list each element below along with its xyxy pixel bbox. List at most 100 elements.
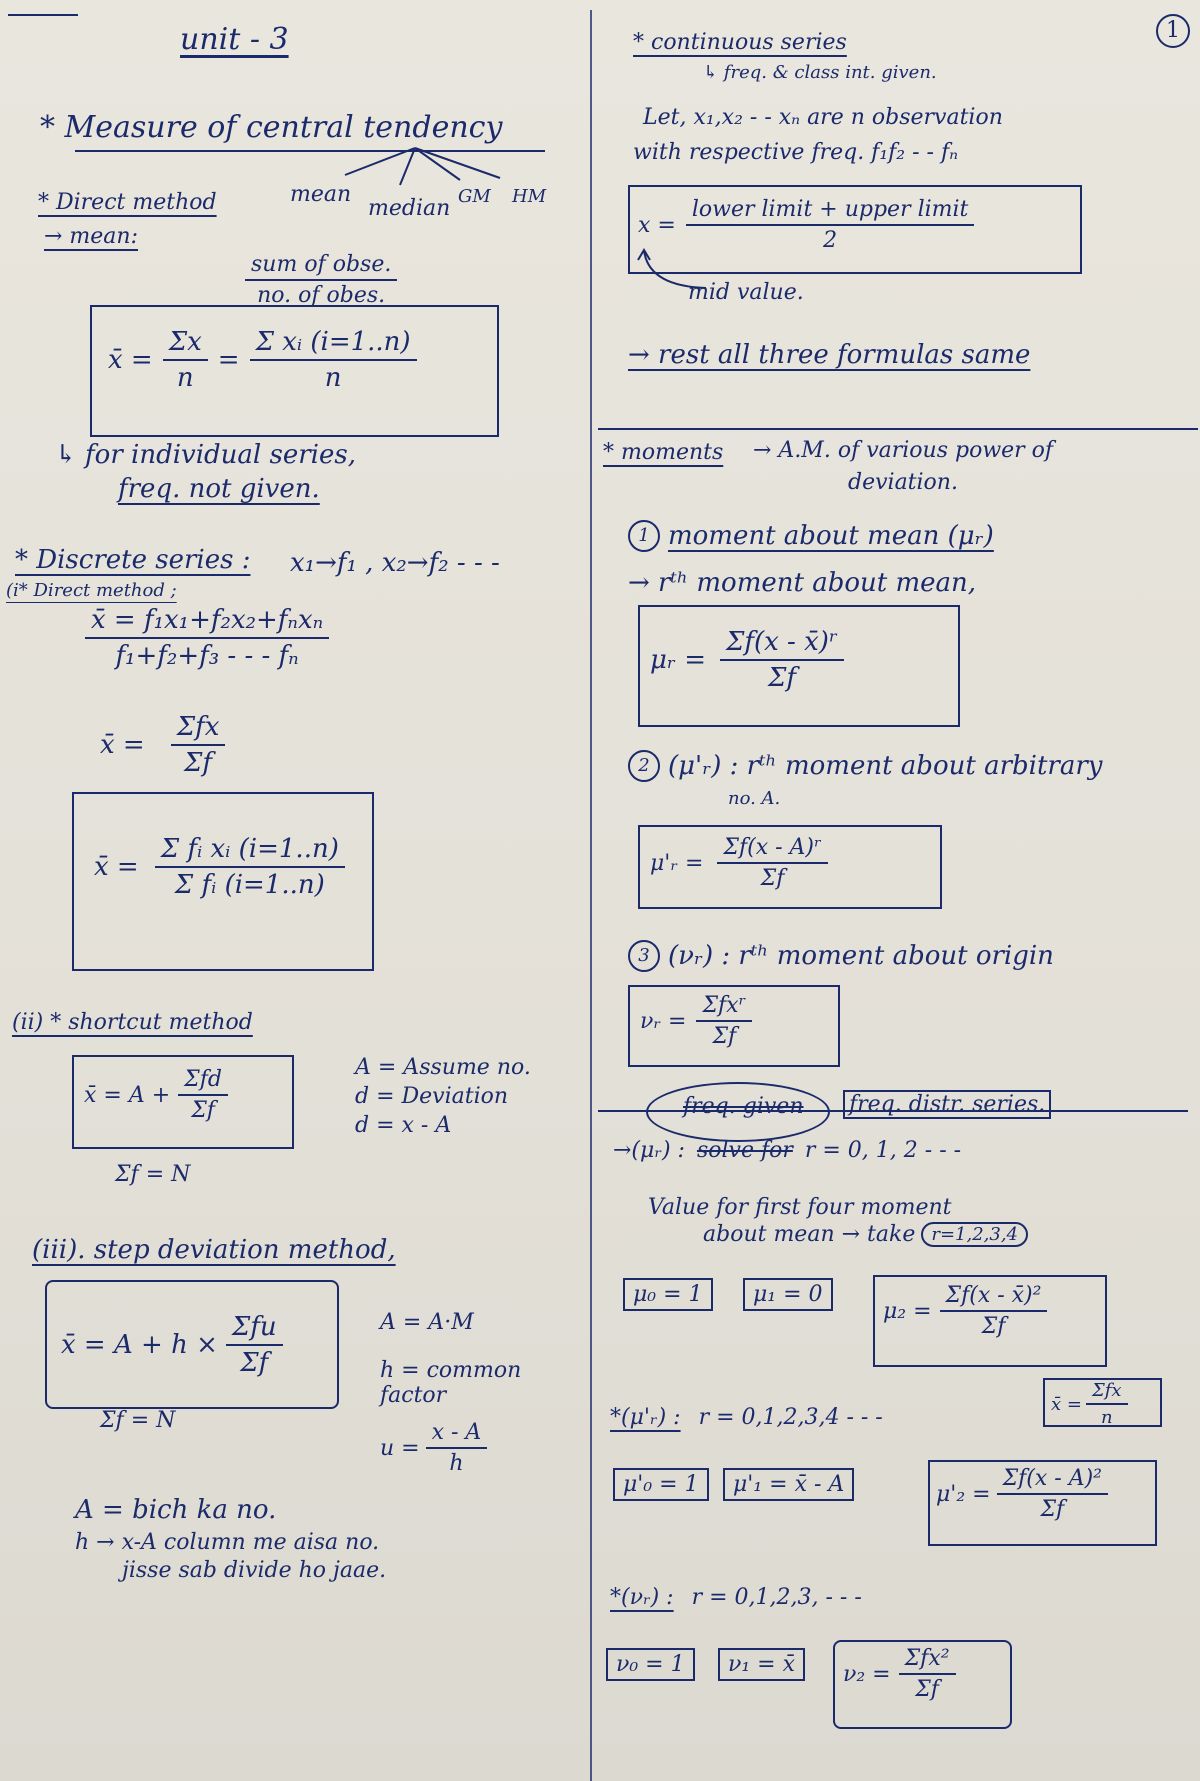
shortcut-note-deviation: d = Deviation [355,1084,509,1109]
m2-lhs: μ'ᵣ = [650,850,704,876]
branch-arrows [344,147,501,186]
mup1-box: μ'₁ = x̄ - A [723,1468,855,1501]
xbar-num: Σfx [1085,1380,1128,1405]
mu2-num: Σf(x - x̄)² [939,1283,1048,1312]
d2-den: Σf [184,748,213,778]
moments-heading: * moments [603,440,724,465]
st-u-lhs: u = [380,1435,420,1461]
d2-lhs: x̄ = [100,730,145,760]
moment-number-1: 1 [628,520,660,552]
top-mark [8,14,78,16]
value-r: r=1,2,3,4 [921,1222,1029,1247]
bottom-note-3: jisse sab divide ho jaae. [122,1558,387,1583]
shortcut-method-heading: (ii) * shortcut method [12,1010,253,1035]
unit-title: unit - 3 [180,22,289,57]
mean-lhs: x̄ = [108,345,153,375]
section-rule-1 [598,428,1198,430]
bottom-note-2: h → x-A column me aisa no. [75,1530,380,1555]
let-line-1: Let, x₁,x₂ - - xₙ are n observation [643,105,1003,130]
heading-underline [75,150,545,152]
m3-lhs: νᵣ = [640,1008,687,1034]
mid-num: lower limit + upper limit [685,197,975,226]
m3-den-f: Σf [712,1024,737,1049]
m2-den-f: Σf [760,866,785,891]
value-line-2: about mean → take r=1,2,3,4 [703,1222,1029,1247]
nu-vals: r = 0,1,2,3, - - - [691,1585,862,1610]
xbar-den: n [1100,1407,1113,1428]
st-u-den: h [449,1451,464,1476]
sum-numerator: sum of obse. [245,252,398,281]
mup2-num: Σf(x - A)² [996,1466,1108,1495]
continuous-sub: ↳ freq. & class int. given. [703,62,937,83]
nu-line: *(νᵣ) : r = 0,1,2,3, - - - [610,1585,862,1610]
mup-vals: r = 0,1,2,3,4 - - - [698,1405,883,1430]
sc-num: Σfd [178,1067,228,1096]
sum-fraction: sum of obse. no. of obes. [245,252,398,308]
mup2-den: Σf [1040,1497,1065,1522]
mu1-box: μ₁ = 0 [743,1278,833,1311]
mean-label: → mean: [44,224,139,249]
discrete-sequence: x₁→f₁ , x₂→f₂ - - - [290,548,500,578]
moment-number-2: 2 [628,750,660,782]
d3-lhs: x̄ = [94,852,139,882]
moment-origin-title: 3 (νᵣ) : rᵗʰ moment about origin [628,940,1054,972]
shortcut-note-d: d = x - A [355,1113,452,1138]
mu-r-label: →(μᵣ) : [613,1138,685,1163]
page-number: 1 [1156,14,1190,48]
discrete-den: f₁+f₂+f₃ - - - fₙ [115,641,299,671]
xbar-lhs: x̄ = [1051,1393,1082,1415]
mu-r-line: →(μᵣ) : solve for r = 0, 1, 2 - - - [613,1138,961,1163]
st-den: Σf [240,1348,269,1378]
value-line-2-text: about mean → take [703,1222,916,1247]
nu2-num: Σfx² [898,1646,956,1675]
mean-frac-num: Σx [162,327,208,361]
branch-mean: mean [290,182,352,207]
discrete-weighted-formula: x̄ = f₁x₁+f₂x₂+fₙxₙ f₁+f₂+f₃ - - - fₙ [85,605,330,671]
section-rule-2 [598,1110,1188,1112]
m1-sub: → rᵗʰ moment about mean, [628,568,977,598]
mup-label: *(μ'ᵣ) : [610,1405,681,1430]
mup0-box: μ'₀ = 1 [613,1468,709,1501]
nu-label: *(νᵣ) : [610,1585,674,1610]
mean-eq: = [217,345,240,375]
d2-num: Σfx [170,712,226,746]
nu2-lhs: ν₂ = [843,1661,891,1687]
mid-lhs: x = [638,212,676,238]
m2-num-f: Σf(x - A)ʳ [717,835,828,864]
mean-frac-den: n [176,363,194,393]
m1-num-f: Σf(x - x̄)ʳ [719,627,844,661]
freq-given-label: freq. given [683,1094,804,1119]
sum-denominator: no. of obes. [257,283,386,308]
central-tendency-heading: * Measure of central tendency [40,110,503,145]
shortcut-note-assume: A = Assume no. [355,1055,531,1080]
mid-den: 2 [823,228,838,253]
mu-r-strike: solve for [696,1138,793,1163]
m2-title: (μ'ᵣ) : rᵗʰ moment about arbitrary [668,751,1103,781]
branch-median: median [368,196,451,221]
branch-gm: GM [458,186,491,207]
step-note-am: A = A·M [380,1310,474,1335]
nu0-box: ν₀ = 1 [606,1648,695,1681]
mu-r-vals: r = 0, 1, 2 - - - [804,1138,962,1163]
